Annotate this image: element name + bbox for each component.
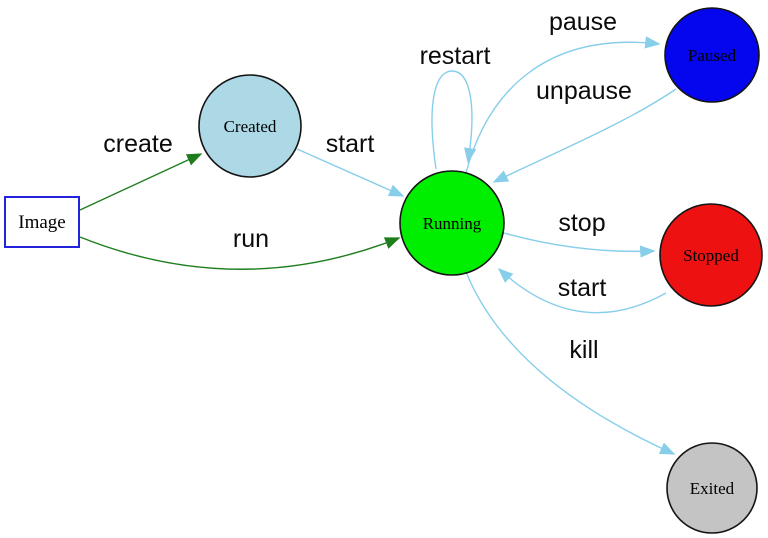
node-created	[198, 74, 302, 178]
edge-label-start-stopped: start	[558, 274, 607, 302]
edge-create	[79, 153, 203, 211]
node-exited	[666, 442, 758, 534]
edge-restart	[431, 70, 477, 170]
node-label-created: Created	[224, 117, 277, 136]
edge-label-kill: kill	[569, 336, 598, 364]
edge-label-create: create	[103, 130, 172, 158]
edge-unpause	[492, 88, 677, 183]
node-paused	[664, 7, 760, 103]
node-label-paused: Paused	[688, 46, 737, 65]
edge-stop	[503, 232, 656, 258]
edge-label-unpause: unpause	[536, 77, 632, 105]
edge-label-run: run	[233, 225, 269, 253]
node-image	[4, 196, 80, 248]
edge-label-start-created: start	[326, 130, 375, 158]
node-label-exited: Exited	[690, 479, 735, 498]
node-label-running: Running	[423, 214, 482, 233]
node-running	[399, 170, 505, 276]
edge-kill	[465, 271, 676, 455]
edge-start-created	[296, 148, 405, 197]
edge-label-restart: restart	[420, 42, 491, 70]
node-stopped	[659, 203, 763, 307]
edge-pause	[465, 36, 661, 174]
node-label-image: Image	[18, 212, 65, 233]
edge-start-stopped	[497, 267, 667, 314]
edge-label-pause: pause	[549, 8, 617, 36]
edge-run	[79, 236, 401, 270]
node-label-stopped: Stopped	[683, 246, 739, 265]
edge-label-stop: stop	[558, 209, 605, 237]
